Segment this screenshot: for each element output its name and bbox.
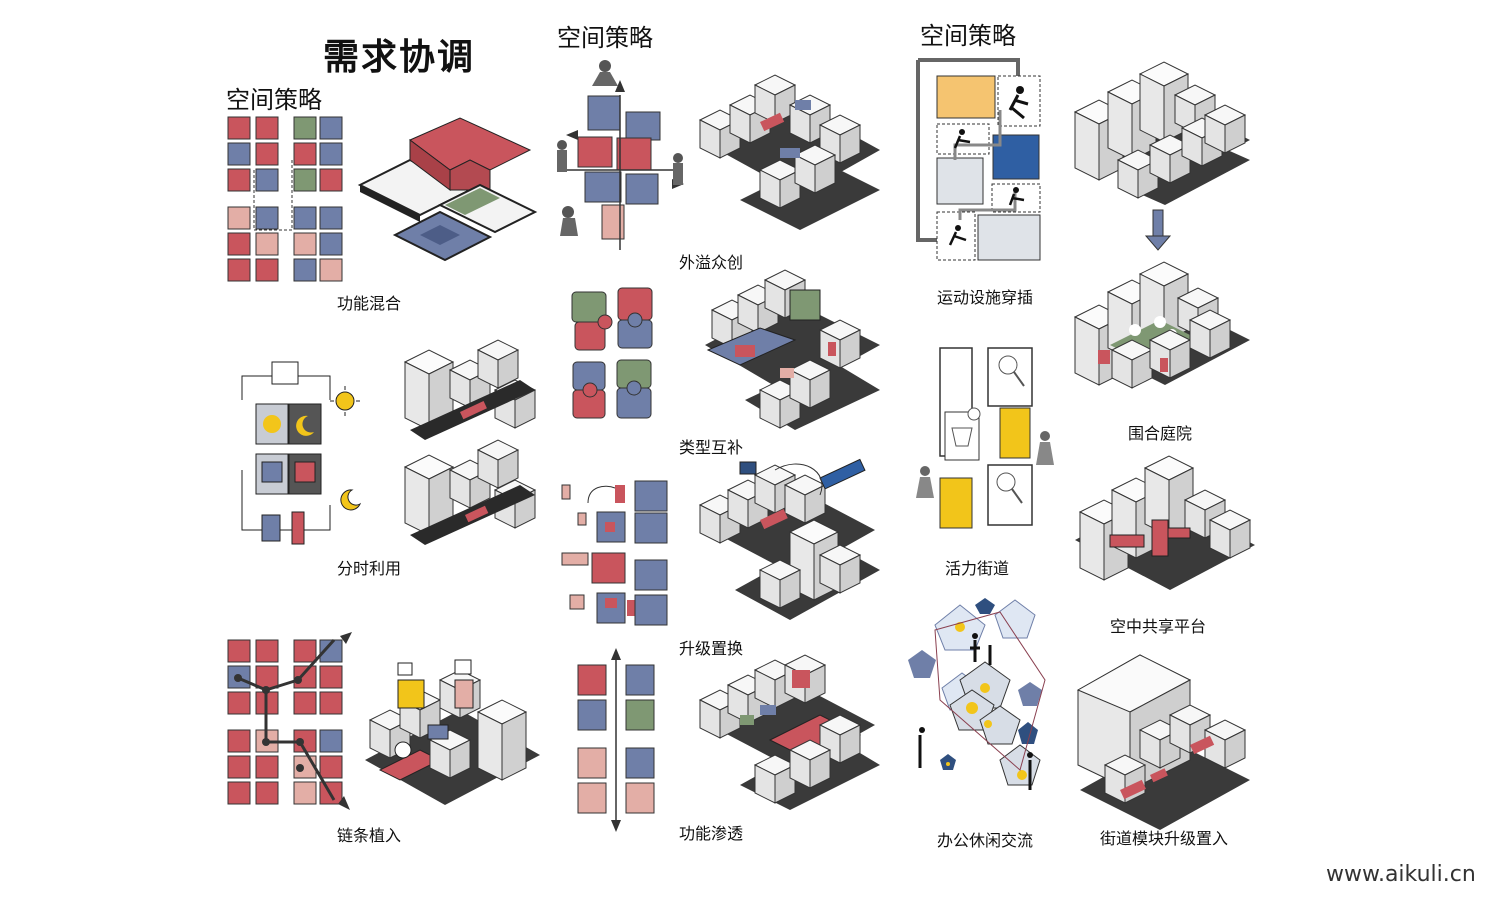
caption-function-penetration: 功能渗透 xyxy=(679,824,744,843)
penetration-diagram xyxy=(577,648,655,832)
time-share-model-top xyxy=(404,339,536,440)
courtyard-after-model xyxy=(1074,261,1250,389)
caption-sports-facilities: 运动设施穿插 xyxy=(937,288,1034,307)
watermark: www.aikuli.cn xyxy=(1326,862,1476,887)
penetration-model xyxy=(699,654,880,810)
caption-enclosed-courtyard: 围合庭院 xyxy=(1128,424,1193,443)
time-share-model-bottom xyxy=(404,439,536,545)
vibrant-street-diagram xyxy=(916,347,1054,529)
caption-street-module: 街道模块升级置入 xyxy=(1100,829,1229,848)
function-mix-grid xyxy=(227,116,343,282)
spillover-diagram xyxy=(557,60,684,250)
chain-implant-grid xyxy=(227,632,352,810)
upgrade-model xyxy=(699,458,880,620)
caption-office-leisure: 办公休闲交流 xyxy=(937,831,1034,850)
caption-sky-platform: 空中共享平台 xyxy=(1110,617,1207,636)
sky-platform-model xyxy=(1075,455,1255,590)
section-title-col1: 空间策略 xyxy=(226,86,322,114)
street-module-model xyxy=(1076,654,1250,830)
caption-function-mix: 功能混合 xyxy=(337,294,402,313)
caption-upgrade-replace: 升级置换 xyxy=(679,639,744,658)
section-title-col2: 空间策略 xyxy=(557,24,653,52)
upgrade-diagram xyxy=(561,480,668,626)
caption-spillover: 外溢众创 xyxy=(679,253,744,272)
caption-chain-implant: 链条植入 xyxy=(337,826,402,845)
caption-time-share: 分时利用 xyxy=(337,559,402,578)
chain-implant-model xyxy=(365,659,540,805)
function-mix-model xyxy=(357,117,538,262)
puzzle-diagram xyxy=(571,287,653,419)
time-share-diagram xyxy=(241,361,362,545)
spillover-model xyxy=(699,74,880,230)
sports-diagram xyxy=(916,58,1041,261)
courtyard-before-model xyxy=(1074,61,1250,205)
down-arrow-icon xyxy=(1144,209,1172,251)
office-leisure-diagram xyxy=(908,598,1046,790)
main-title: 需求协调 xyxy=(323,37,476,78)
caption-vibrant-street: 活力街道 xyxy=(945,559,1010,578)
puzzle-model xyxy=(705,269,880,430)
section-title-col3: 空间策略 xyxy=(920,22,1016,50)
caption-type-complement: 类型互补 xyxy=(679,438,744,457)
